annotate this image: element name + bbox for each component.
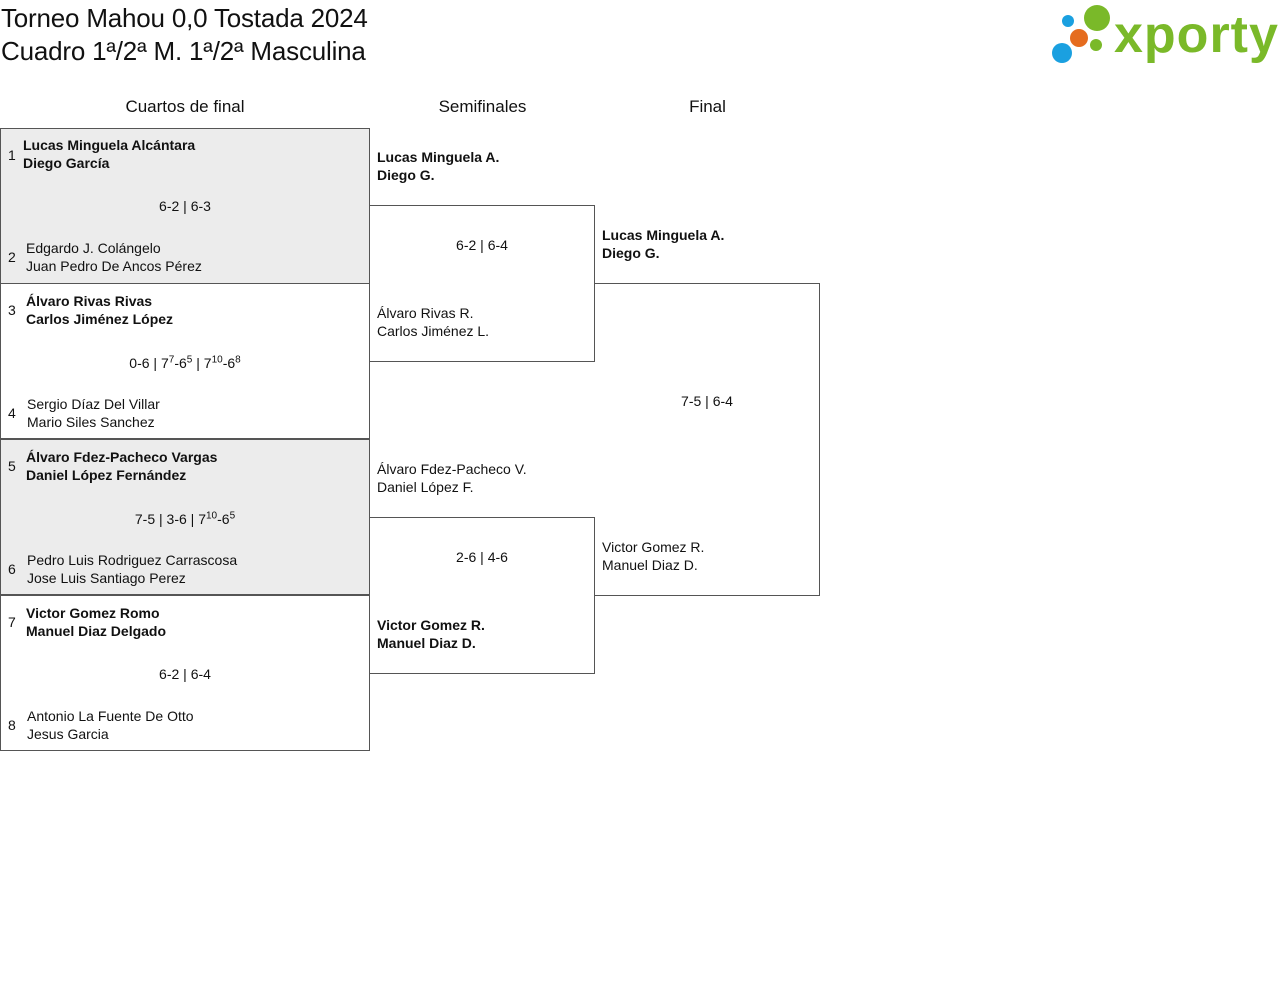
seed-number: 3 [8, 302, 16, 318]
player-name: Carlos Jiménez L. [377, 323, 490, 339]
player-name: Álvaro Rivas R. [377, 305, 474, 321]
xporty-logo[interactable]: xporty [1052, 5, 1278, 67]
player-name: Victor Gomez Romo [26, 605, 160, 621]
player-name: Lucas Minguela A. [377, 149, 500, 165]
logo-dot-green-small [1090, 39, 1102, 51]
player-name: Manuel Diaz Delgado [26, 623, 167, 639]
seed-number: 5 [8, 458, 16, 474]
draw-subtitle: Cuadro 1ª/2ª M. 1ª/2ª Masculina [1, 36, 366, 66]
sf2-score: 2-6 | 4-6 [456, 549, 508, 565]
final-match-bracket [594, 283, 820, 596]
player-name: Diego G. [602, 245, 660, 261]
qf-match-3: 5 Álvaro Fdez-Pacheco Vargas Daniel Lópe… [0, 439, 370, 595]
qf-match-2: 3 Álvaro Rivas Rivas Carlos Jiménez Lópe… [0, 283, 370, 439]
player-name: Sergio Díaz Del Villar [27, 396, 160, 412]
player-name: Victor Gomez R. [602, 539, 705, 555]
player-name: Carlos Jiménez López [26, 311, 174, 327]
tiebreak-points: 10 [211, 354, 223, 366]
round-heading-final: Final [689, 97, 726, 116]
player-name: Jesus Garcia [27, 726, 109, 742]
player-name: Álvaro Rivas Rivas [26, 293, 153, 309]
player-name: Pedro Luis Rodriguez Carrascosa [27, 552, 238, 568]
tiebreak-points: 5 [229, 510, 236, 522]
logo-dot-blue [1052, 43, 1072, 63]
player-name: Álvaro Fdez-Pacheco Vargas [26, 449, 218, 465]
sf1-top-pair[interactable]: Lucas Minguela A. Diego G. [377, 148, 499, 184]
player-name: Diego García [23, 155, 110, 171]
qf3-top-pair[interactable]: Álvaro Fdez-Pacheco Vargas Daniel López … [26, 448, 217, 484]
qf-match-4: 7 Victor Gomez Romo Manuel Diaz Delgado … [0, 595, 370, 751]
seed-number: 7 [8, 614, 16, 630]
seed-number: 4 [8, 405, 16, 421]
sf2-top-pair[interactable]: Álvaro Fdez-Pacheco V. Daniel López F. [377, 460, 527, 496]
qf-match-1: 1 Lucas Minguela Alcántara Diego García … [0, 128, 370, 284]
tiebreak-points: 8 [235, 354, 241, 366]
tiebreak-points: 7 [168, 354, 175, 366]
qf2-score: 0-6 | 77-65 | 710-68 [129, 354, 241, 371]
logo-dot-orange [1070, 29, 1088, 47]
player-name: Diego G. [377, 167, 435, 183]
sf1-score: 6-2 | 6-4 [456, 237, 508, 253]
player-name: Daniel López F. [377, 479, 474, 495]
qf3-bottom-pair[interactable]: Pedro Luis Rodriguez Carrascosa Jose Lui… [27, 551, 237, 587]
qf4-bottom-pair[interactable]: Antonio La Fuente De Otto Jesus Garcia [27, 707, 194, 743]
qf2-bottom-pair[interactable]: Sergio Díaz Del Villar Mario Siles Sanch… [27, 395, 160, 431]
qf4-score: 6-2 | 6-4 [159, 666, 211, 682]
tiebreak-points: 5 [186, 354, 193, 366]
sf1-bottom-pair[interactable]: Álvaro Rivas R. Carlos Jiménez L. [377, 304, 489, 340]
qf2-top-pair[interactable]: Álvaro Rivas Rivas Carlos Jiménez López [26, 292, 173, 328]
final-top-pair[interactable]: Lucas Minguela A. Diego G. [602, 226, 724, 262]
seed-number: 1 [8, 147, 16, 163]
player-name: Edgardo J. Colángelo [26, 240, 161, 256]
player-name: Álvaro Fdez-Pacheco V. [377, 461, 527, 477]
logo-dot-green-large [1084, 5, 1110, 31]
tournament-title: Torneo Mahou 0,0 Tostada 2024 [1, 3, 368, 33]
seed-number: 2 [8, 249, 16, 265]
seed-number: 8 [8, 717, 16, 733]
player-name: Daniel López Fernández [26, 467, 187, 483]
final-score: 7-5 | 6-4 [681, 393, 733, 409]
player-name: Jose Luis Santiago Perez [27, 570, 186, 586]
tiebreak-points: 10 [206, 510, 218, 522]
player-name: Lucas Minguela A. [602, 227, 725, 243]
round-heading-quarterfinals: Cuartos de final [125, 97, 245, 116]
qf1-score: 6-2 | 6-3 [159, 198, 211, 214]
qf3-score: 7-5 | 3-6 | 710-65 [134, 510, 236, 527]
player-name: Mario Siles Sanchez [27, 414, 155, 430]
player-name: Antonio La Fuente De Otto [27, 708, 194, 724]
seed-number: 6 [8, 561, 16, 577]
player-name: Lucas Minguela Alcántara [23, 137, 196, 153]
logo-dot-blue-small [1062, 15, 1074, 27]
player-name: Manuel Diaz D. [602, 557, 698, 573]
player-name: Juan Pedro De Ancos Pérez [26, 258, 202, 274]
player-name: Manuel Diaz D. [377, 635, 476, 651]
player-name: Victor Gomez R. [377, 617, 485, 633]
sf2-bottom-pair[interactable]: Victor Gomez R. Manuel Diaz D. [377, 616, 485, 652]
qf4-top-pair[interactable]: Victor Gomez Romo Manuel Diaz Delgado [26, 604, 166, 640]
qf1-top-pair[interactable]: Lucas Minguela Alcántara Diego García [23, 136, 195, 172]
logo-wordmark: xporty [1114, 6, 1279, 64]
round-heading-semifinals: Semifinales [438, 97, 527, 116]
qf1-bottom-pair[interactable]: Edgardo J. Colángelo Juan Pedro De Ancos… [26, 239, 202, 275]
final-bottom-pair[interactable]: Victor Gomez R. Manuel Diaz D. [602, 538, 704, 574]
